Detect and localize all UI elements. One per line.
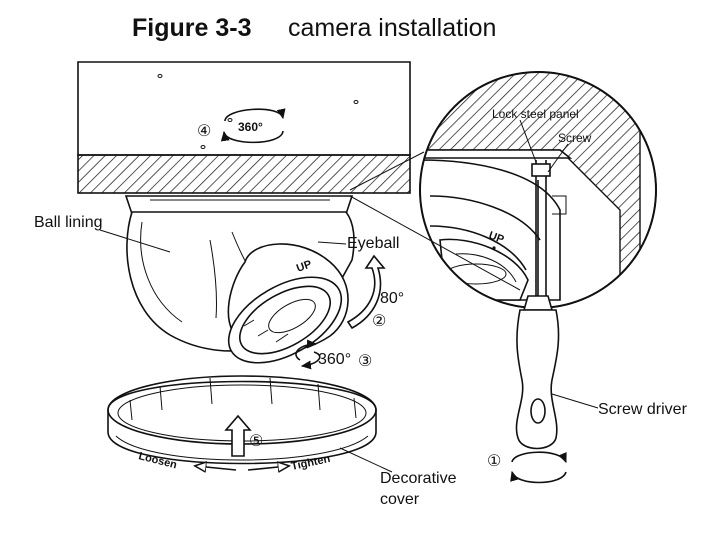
figure-caption: camera installation [288, 14, 496, 42]
step5-marker: ⑤ [249, 433, 263, 450]
decorative-cover-label-line2: cover [380, 491, 420, 508]
eyeball-label: Eyeball [347, 235, 399, 252]
callout-eyeball: Eyeball [317, 235, 399, 252]
tilt-angle-label: 80° [380, 290, 404, 307]
zoom-up-mark: UP [487, 230, 505, 247]
ball-lining-label: Ball lining [34, 214, 102, 231]
ceiling-block [77, 61, 411, 194]
figure-number: Figure 3-3 [132, 14, 251, 42]
callout-decorative-cover: Decorative cover [339, 447, 457, 508]
callout-ball-lining: Ball lining [34, 214, 171, 253]
pan-indicator: 360° ③ [295, 339, 372, 370]
push-up-indicator: ⑤ [224, 414, 263, 457]
ceiling-rotation-indicator: ④ 360° [197, 108, 286, 144]
step1-marker: ① [487, 453, 501, 470]
tilt-arrow-icon [346, 254, 386, 330]
push-up-arrow-icon [224, 414, 252, 457]
step4-marker: ④ [197, 123, 211, 140]
camera-mount-base [124, 195, 354, 215]
ceiling-rotation-label: 360° [238, 120, 263, 134]
callout-lock-steel-panel: Lock steel panel [492, 107, 579, 163]
step3-marker: ③ [358, 353, 372, 370]
callout-screw-driver: Screw driver [551, 393, 688, 418]
zoom-connector-lines [349, 151, 521, 291]
up-mark: UP [295, 258, 313, 275]
screw-driver-label: Screw driver [598, 401, 688, 418]
pan-arrow-icon [295, 339, 318, 361]
tilt-indicator: 80° ② [346, 254, 404, 330]
decorative-cover-label-line1: Decorative [380, 470, 457, 487]
screwdriver-rotation-indicator: ① [487, 451, 567, 484]
rotation-arrow-icon [224, 108, 286, 122]
tighten-arrow-icon [247, 466, 288, 470]
screwdriver [515, 180, 560, 450]
lock-steel-panel-label: Lock steel panel [492, 107, 579, 121]
step2-marker: ② [372, 313, 386, 330]
loosen-arrow-icon [196, 466, 237, 470]
screw-rotation-arrow-icon [511, 451, 567, 464]
screw-label: Screw [558, 131, 592, 145]
pan-angle-label: 360° [318, 351, 351, 368]
callout-screw: Screw [547, 131, 592, 173]
